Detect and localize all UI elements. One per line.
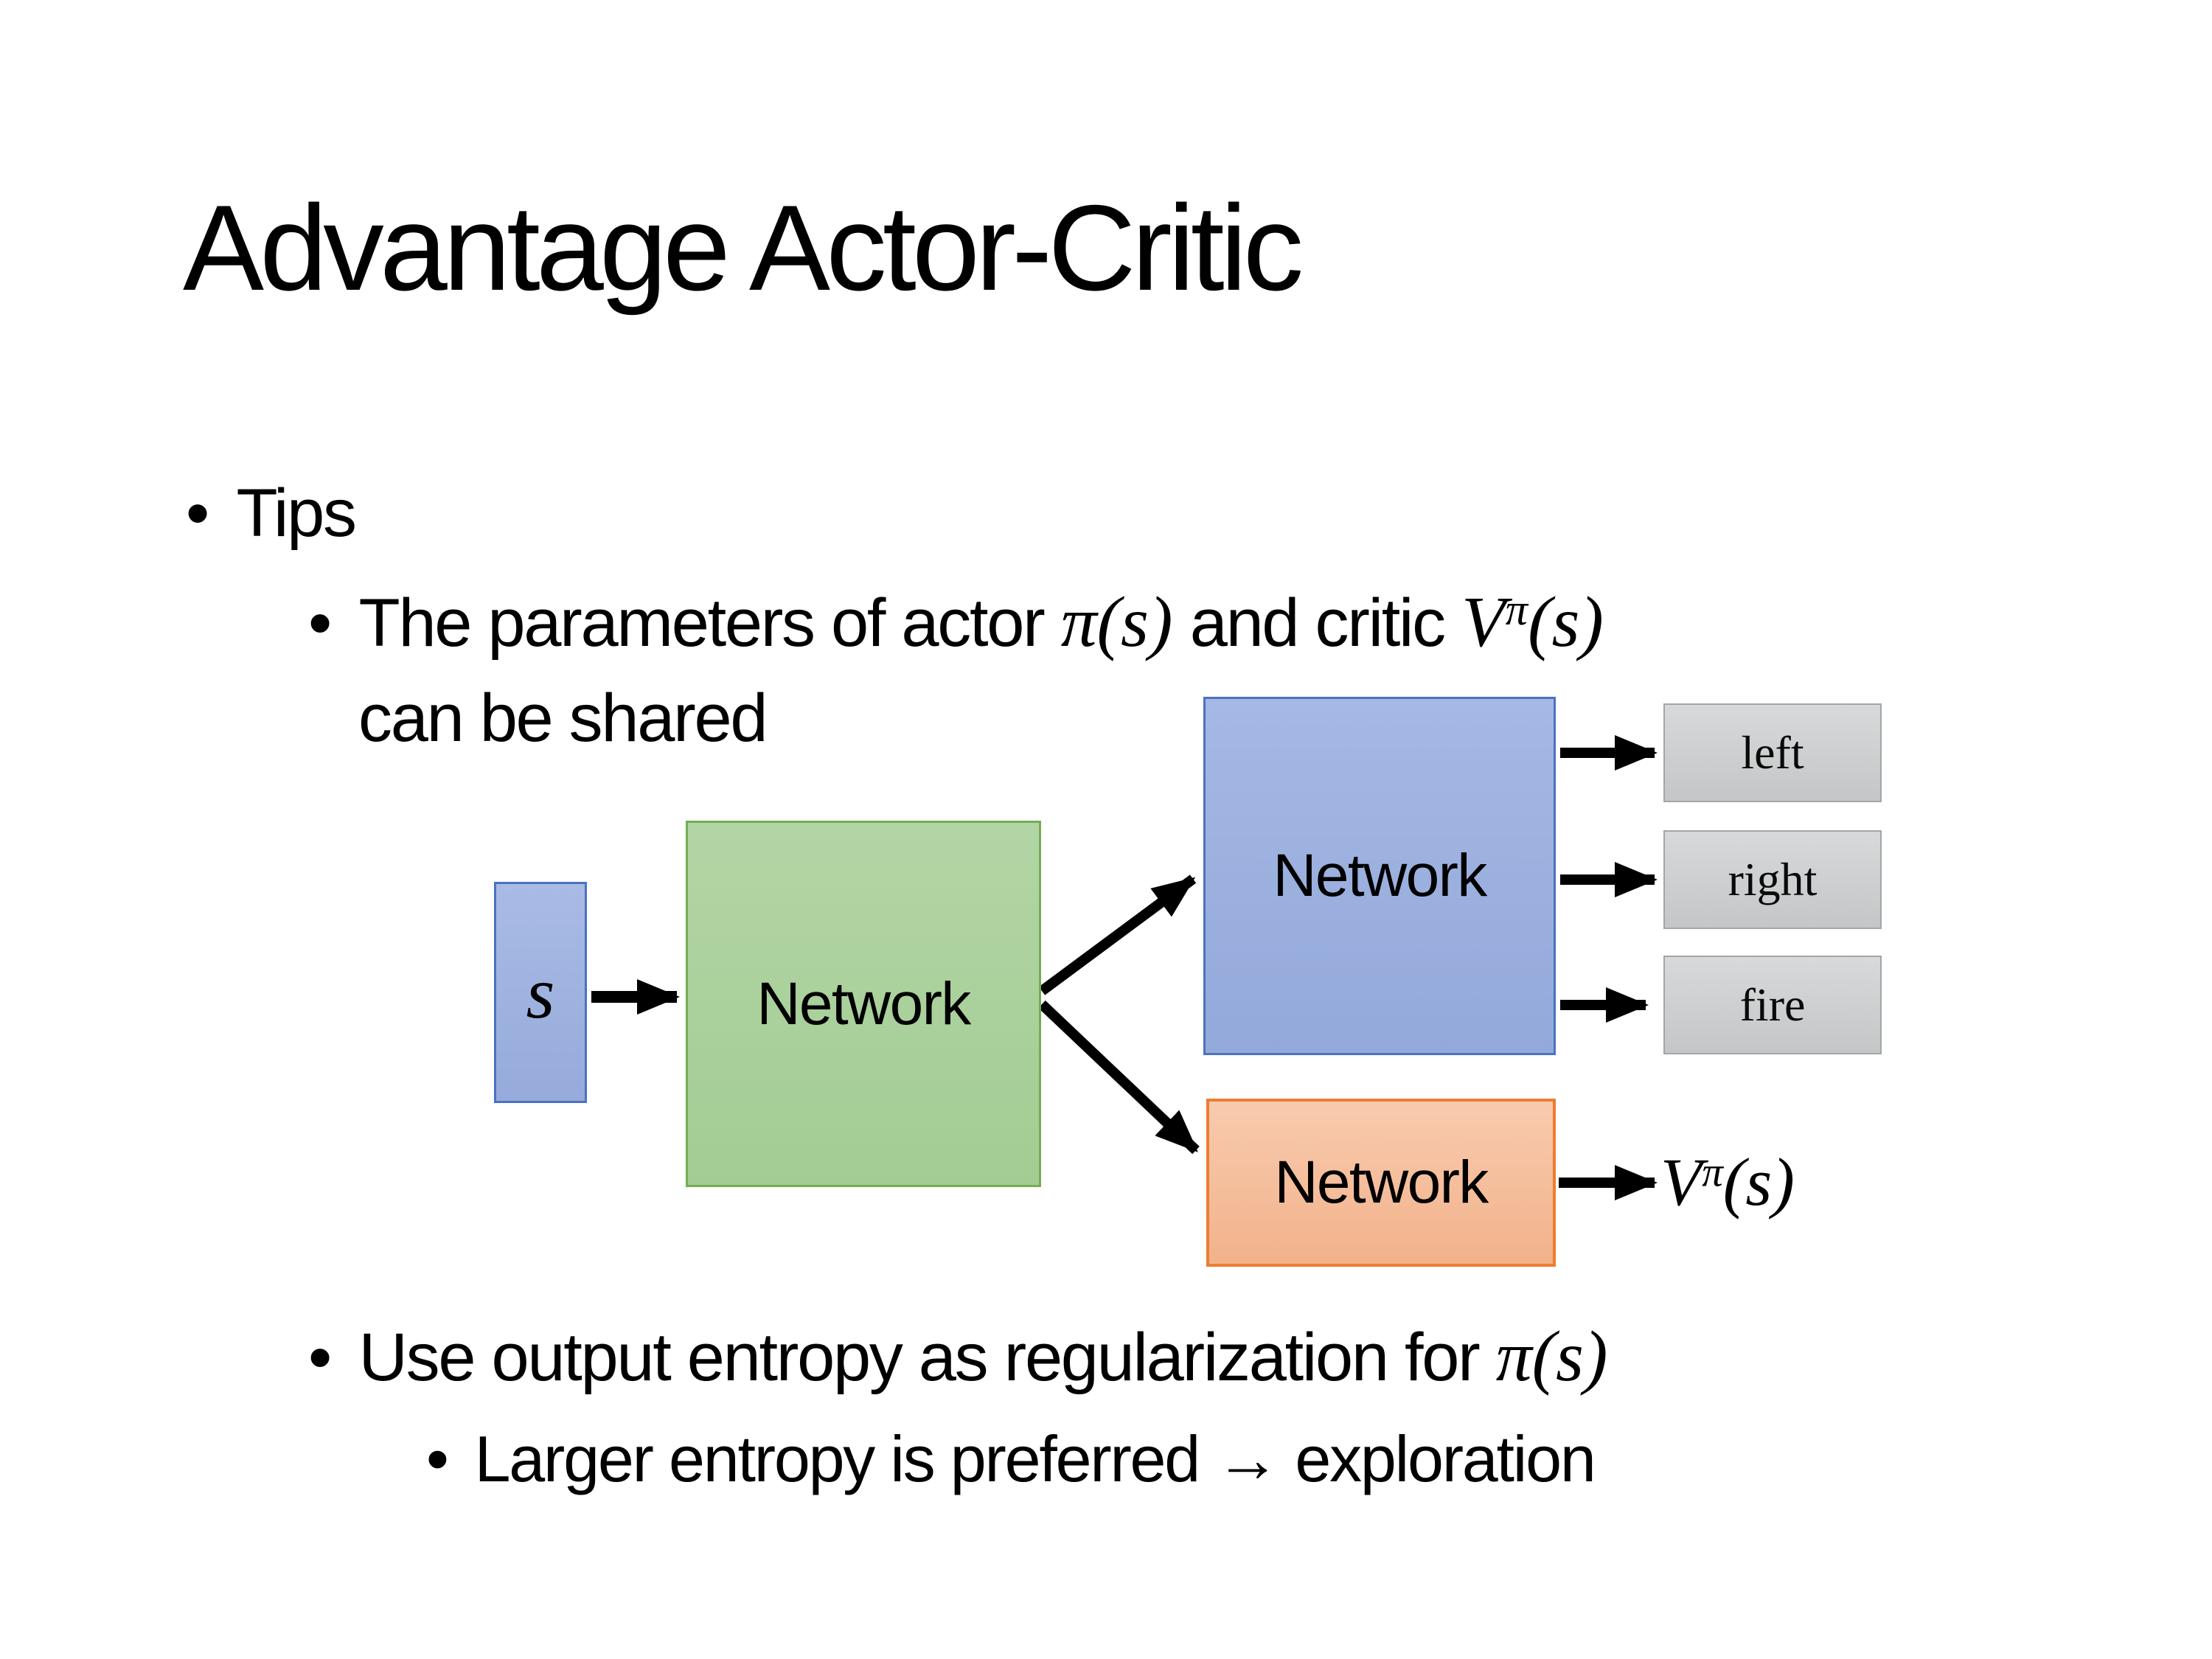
bullet-entropy: • Use output entropy as regularization f… — [308, 1315, 1607, 1398]
action-right-label: right — [1728, 853, 1818, 905]
shared-params-between: and critic — [1172, 585, 1462, 661]
action-fire-label: fire — [1739, 978, 1806, 1031]
action-right-box: right — [1663, 830, 1882, 929]
bullet-tips: • Tips — [186, 475, 358, 552]
bullet-icon: • — [186, 476, 209, 551]
shared-params-line2: can be shared — [358, 681, 768, 756]
bullet-icon: • — [426, 1422, 449, 1495]
shared-params-before: The parameters of actor — [358, 585, 1061, 661]
bullet-exploration: • Larger entropy is preferred → explorat… — [426, 1422, 1596, 1497]
actor-network-label: Network — [1273, 842, 1487, 909]
arrow-shared-to-actor — [1038, 874, 1197, 995]
value-args: (s) — [1722, 1144, 1795, 1220]
value-sup: π — [1702, 1149, 1723, 1196]
action-fire-box: fire — [1663, 956, 1882, 1054]
state-label: s — [526, 951, 555, 1034]
actor-policy-math: π(s) — [1060, 582, 1173, 662]
critic-value-args: (s) — [1527, 582, 1604, 662]
critic-value-sup: π — [1505, 585, 1528, 635]
arrow-shared-to-critic — [1038, 1000, 1200, 1155]
shared-params-text: The parameters of actor π(s) and critic … — [359, 581, 1604, 664]
action-left-label: left — [1741, 726, 1804, 779]
exploration-label: Larger entropy is preferred → exploratio… — [474, 1422, 1596, 1495]
state-box: s — [494, 882, 587, 1103]
entropy-text: Use output entropy as regularization for… — [359, 1315, 1608, 1398]
critic-network-label: Network — [1274, 1149, 1489, 1216]
actor-network-box: Network — [1203, 697, 1556, 1055]
entropy-before: Use output entropy as regularization for — [358, 1320, 1496, 1395]
page-title: Advantage Actor-Critic — [183, 180, 1304, 316]
action-left-box: left — [1663, 703, 1882, 802]
bullet-icon: • — [308, 1320, 332, 1395]
bullet-shared-params-line1: • The parameters of actor π(s) and criti… — [308, 581, 1604, 664]
value-base: V — [1660, 1144, 1703, 1220]
entropy-policy-math: π(s) — [1495, 1317, 1608, 1397]
bullet-icon: • — [308, 585, 332, 661]
critic-value-base: V — [1461, 582, 1506, 662]
shared-network-box: Network — [686, 821, 1041, 1187]
critic-network-box: Network — [1206, 1099, 1556, 1267]
critic-value-math: Vπ(s) — [1461, 582, 1604, 662]
bullet-tips-label: Tips — [236, 476, 358, 551]
value-output-label: Vπ(s) — [1660, 1140, 1795, 1225]
bullet-shared-params-line2: can be shared — [358, 680, 768, 757]
shared-network-label: Network — [757, 970, 971, 1037]
